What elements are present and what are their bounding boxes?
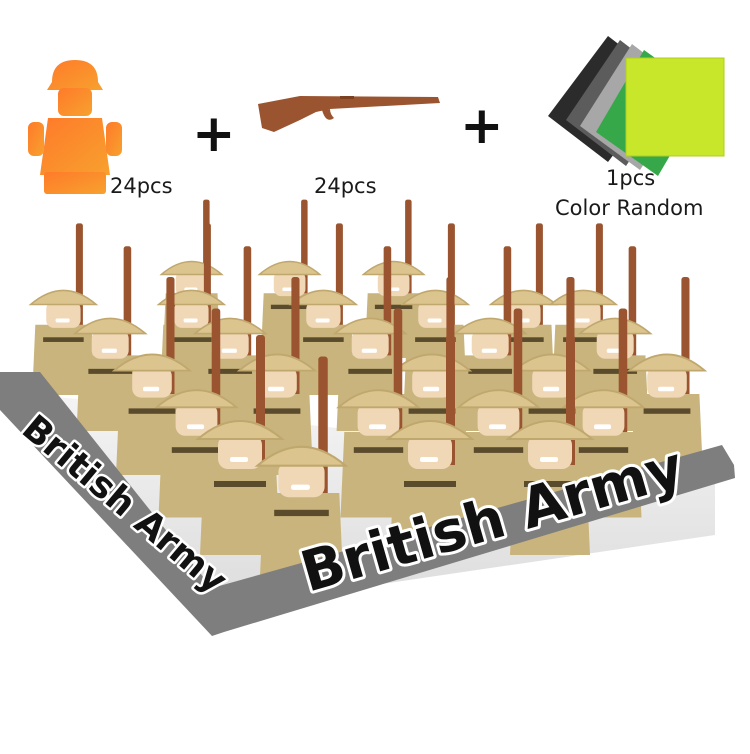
baseplate-stack-icon bbox=[548, 36, 725, 176]
minifigure-quantity: 24pcs bbox=[110, 174, 173, 198]
plus-icon: + bbox=[460, 96, 504, 156]
soldier-figure bbox=[111, 277, 193, 475]
soldier-figure bbox=[195, 335, 285, 555]
plus-icon: + bbox=[192, 104, 236, 164]
banner-chevron bbox=[0, 372, 735, 636]
soldier-figure bbox=[257, 199, 322, 358]
soldier-figure bbox=[456, 308, 541, 518]
minifigure-silhouette-icon bbox=[28, 60, 122, 194]
rifle-icon bbox=[258, 96, 440, 132]
baseplate-quantity: 1pcs bbox=[606, 166, 656, 190]
rifle-quantity: 24pcs bbox=[314, 174, 377, 198]
soldier-figure bbox=[626, 277, 708, 475]
baseplate-color-note: Color Random bbox=[555, 196, 704, 220]
soldier-figure bbox=[336, 308, 421, 518]
